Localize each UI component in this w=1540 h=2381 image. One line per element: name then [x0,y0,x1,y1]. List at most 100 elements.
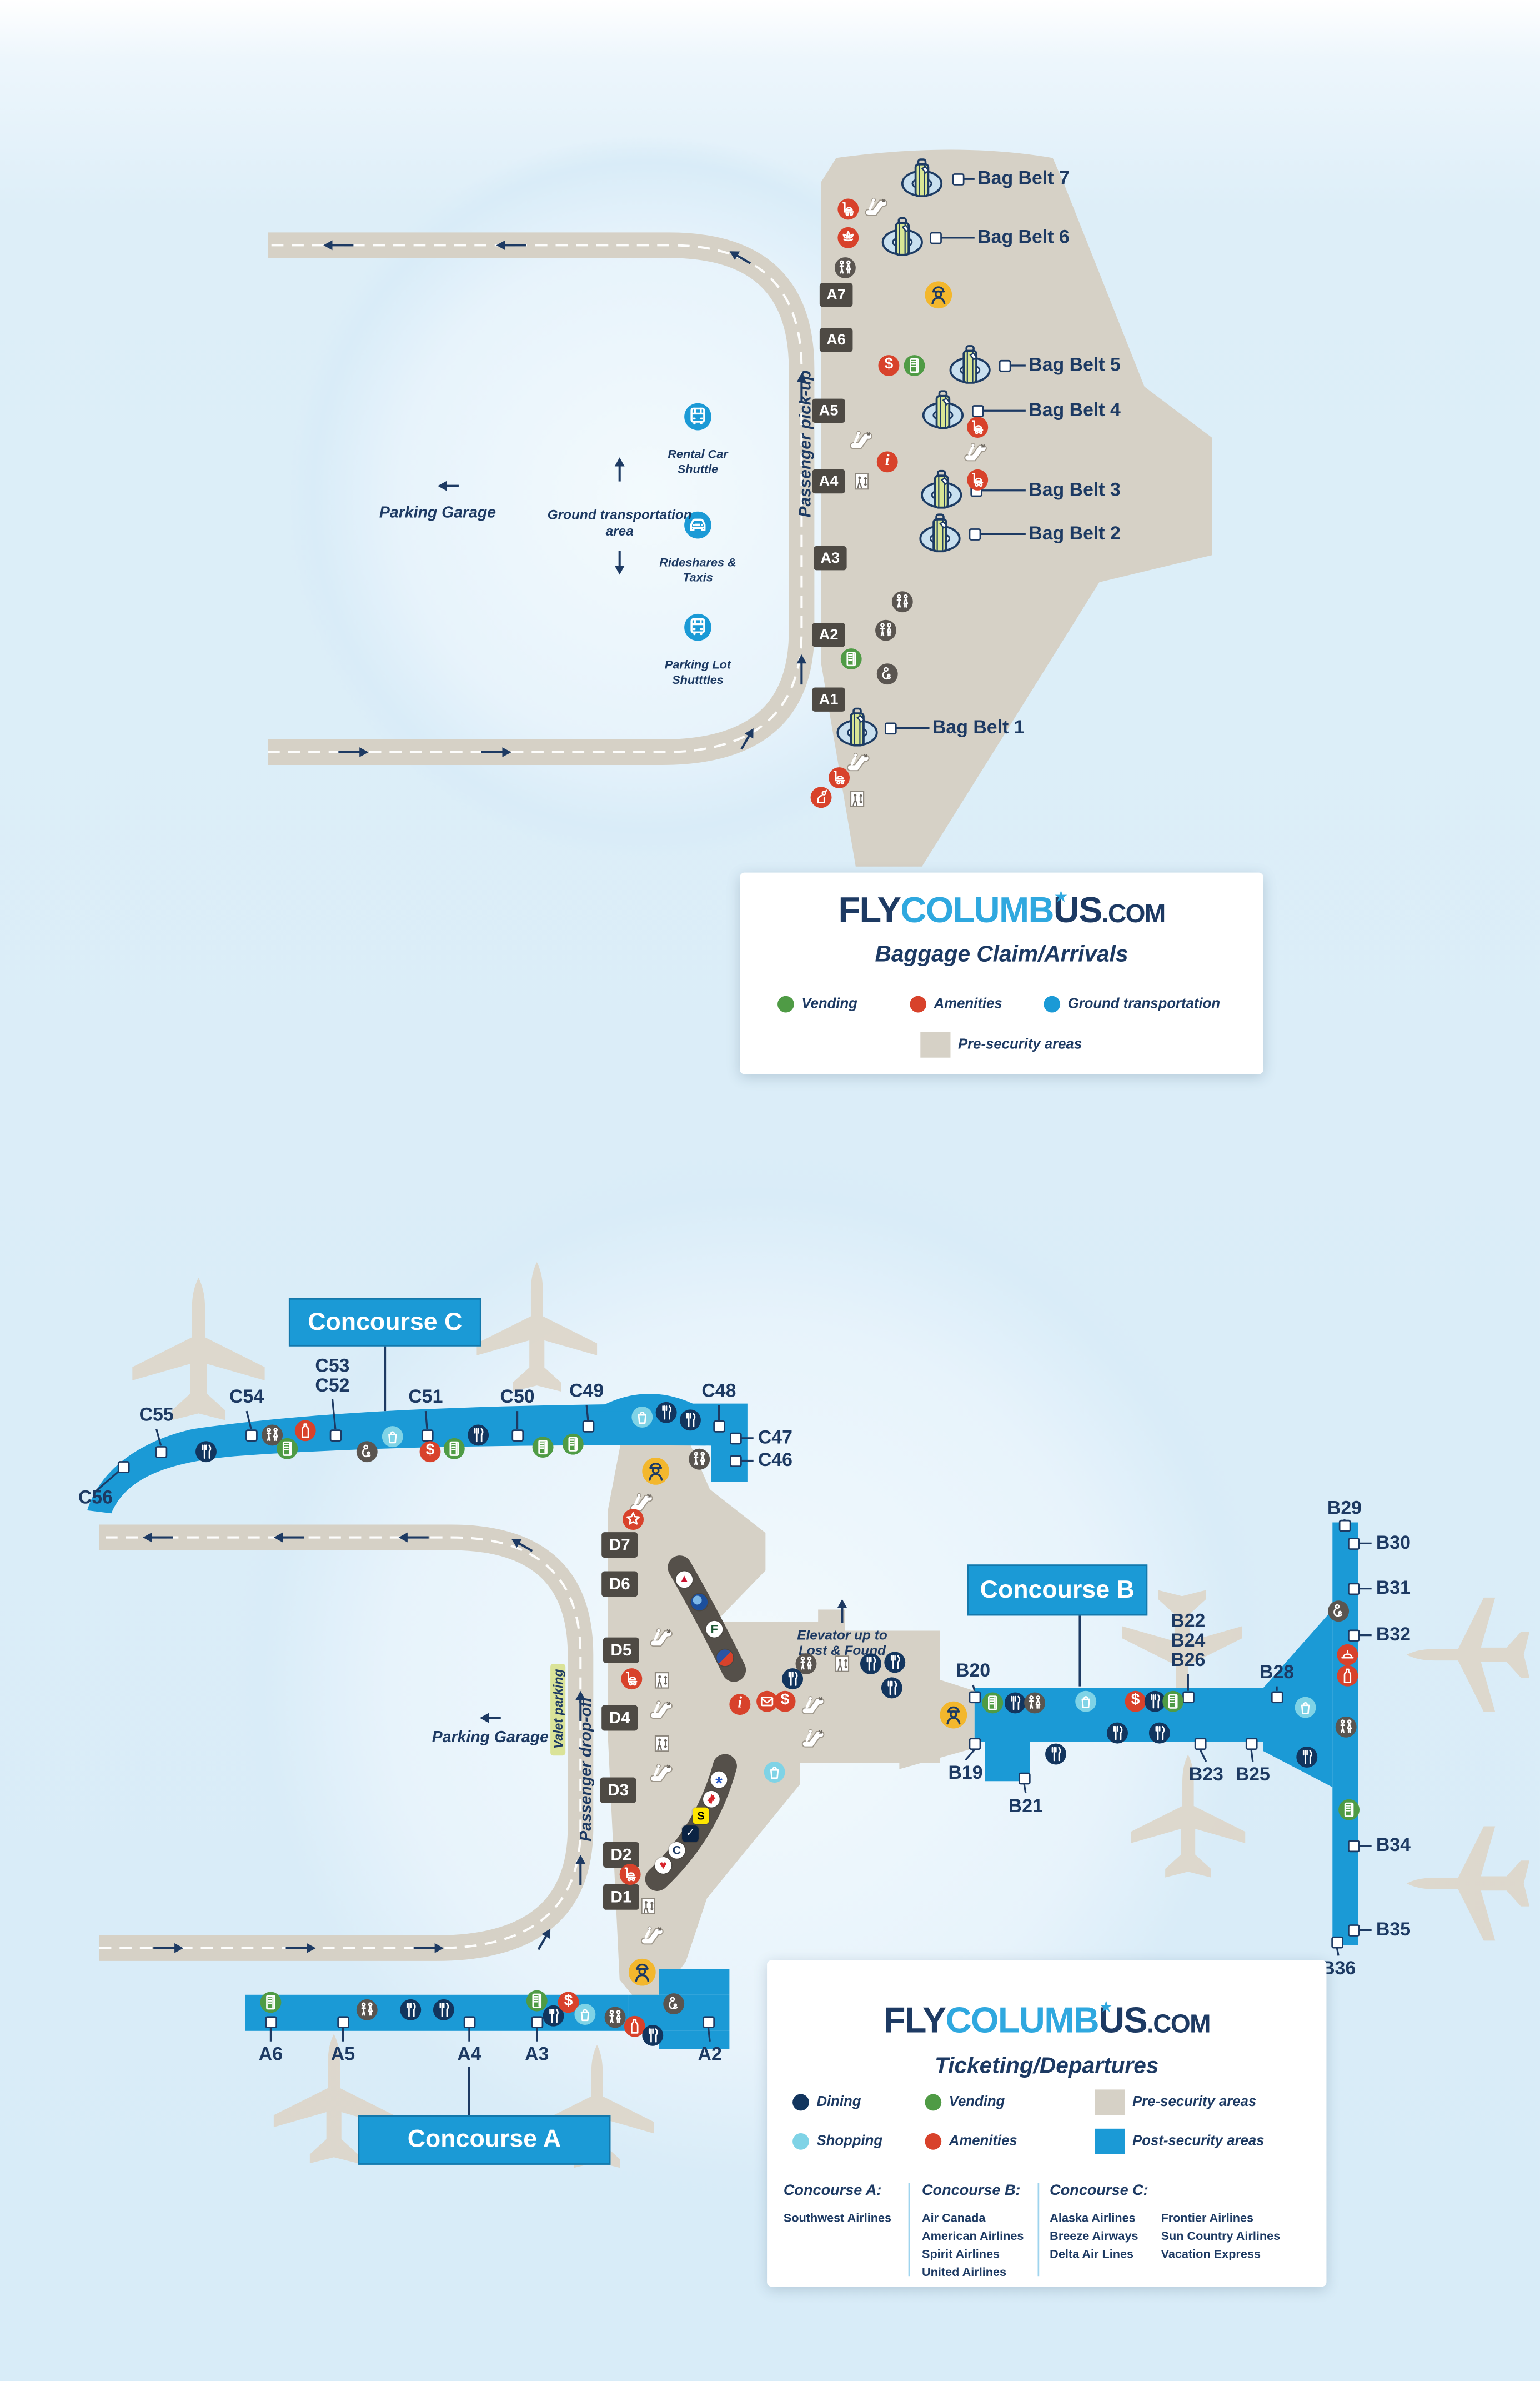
esc-icon [649,1625,675,1651]
vending-icon [526,1990,548,2012]
legend-dining: Dining [792,2094,861,2111]
dining-icon [881,1677,902,1699]
suncountry-airline-logo [716,1649,734,1667]
cart-icon [619,1864,641,1885]
parking-garage-label: Parking Garage [432,1728,549,1747]
airplane-silhouette [540,2044,654,2168]
gate-marker-A6 [265,2016,277,2028]
elev-icon [636,1894,660,1918]
alaska-airline-logo [691,1594,708,1610]
bag-belt-icon [947,343,992,388]
bag-belt-icon [899,157,944,202]
star-icon [623,1509,644,1530]
aircanada-airline-logo [703,1790,720,1808]
traffic-arrow [174,1943,184,1953]
airline-list-divider [1037,2183,1040,2277]
vending-icon [443,1438,465,1459]
lotus-icon [837,227,859,248]
leader-line [972,1684,976,1692]
logo-com: .COM [1147,2009,1211,2039]
traffic-arrow [796,373,807,382]
restroom-icon [689,1448,710,1470]
shopping-icon [1295,1697,1316,1718]
gate-label-B23: B23 [1188,1764,1223,1785]
gate-label-B32: B32 [1376,1624,1411,1645]
logo-com: .COM [1101,899,1166,928]
restroom-icon [875,619,896,641]
door-D7: D7 [601,1532,638,1558]
airplane-silhouette [273,2034,394,2164]
vending-icon [532,1437,554,1458]
dining-icon [195,1441,217,1463]
departures-map-title: Ticketing/Departures [935,2053,1159,2079]
legend-vending: Vending [925,2094,1005,2111]
post-security-swatch [1095,2128,1125,2154]
traffic-arrow [398,1532,408,1543]
vending-icon [840,648,862,670]
gate-marker-B35 [1348,1924,1360,1936]
concourse-c-airlines-title: Concourse C: [1050,2183,1148,2200]
spirit-airline-logo: S [693,1807,709,1824]
flycolumbus-logo: FLYCOLUMB★US.COM [740,889,1263,934]
parking-garage-label: Parking Garage [379,504,496,522]
traffic-arrow [502,747,511,757]
valet-parking-label: Valet parking [550,1669,566,1749]
legend-vending: Vending [777,996,857,1013]
legend-amenities: Amenities [910,996,1002,1013]
frontier-airline-logo: F [706,1620,723,1638]
concourse-a-airlines-title: Concourse A: [783,2183,882,2200]
bag-belt-label: Bag Belt 3 [1029,479,1121,501]
gate-label-C46: C46 [758,1449,792,1471]
vending-icon [1338,1799,1360,1820]
gate-label-B30: B30 [1376,1532,1411,1554]
traffic-arrow [359,747,369,757]
door-D4: D4 [601,1705,638,1731]
gate-marker-A4 [463,2016,475,2028]
gate-marker-C49 [582,1420,594,1432]
bag-belt-marker [884,722,896,734]
logo-us: US [1053,891,1103,932]
gate-marker-A2 [703,2016,714,2028]
nursing-icon [663,1993,685,2015]
dining-icon [1148,1722,1170,1744]
elevator-lost-found-label-1: Elevator up to [797,1628,887,1643]
logo-columb: COLUMB [900,891,1054,932]
vending-dot-icon [777,996,794,1013]
airline-name: Vacation Express [1161,2247,1261,2262]
officer-icon [925,281,952,309]
dining-icon [1144,1690,1166,1712]
logo-star-icon: ★ [1100,1999,1112,2015]
info-icon: i [729,1694,751,1715]
dining-icon [884,1652,906,1673]
bag-belt-marker [972,405,984,417]
concourse-b-entry-area [899,1667,975,1769]
shopping-icon [631,1406,653,1428]
flycolumbus-logo: FLYCOLUMB★US.COM [767,1999,1326,2044]
gate-marker-B22 [1182,1691,1194,1703]
dining-icon [1107,1722,1128,1744]
bus-icon [684,613,711,641]
traffic-arrow [143,1532,152,1543]
bottle-icon [294,1420,316,1442]
restroom-icon [1335,1716,1357,1738]
bag-belt-icon [880,215,925,260]
pre-security-swatch [1095,2089,1125,2115]
officer-icon [940,1701,967,1729]
restroom-icon [1024,1692,1046,1714]
airline-name: Spirit Airlines [922,2247,1000,2262]
traffic-arrow [614,457,625,467]
door-D6: D6 [601,1571,638,1597]
elev-icon [845,787,869,811]
leader-line [585,1405,589,1420]
airline-name: Air Canada [922,2211,986,2225]
gate-label-B31: B31 [1376,1577,1411,1599]
shopping-icon [1075,1690,1097,1712]
gate-marker-B23 [1194,1738,1206,1749]
esc-icon [963,440,989,466]
dollar-icon: $ [1125,1690,1146,1712]
airplane-silhouette [476,1262,598,1392]
traffic-arrow [575,1690,586,1700]
door-A2: A2 [812,623,845,647]
esc-icon [649,1698,675,1723]
